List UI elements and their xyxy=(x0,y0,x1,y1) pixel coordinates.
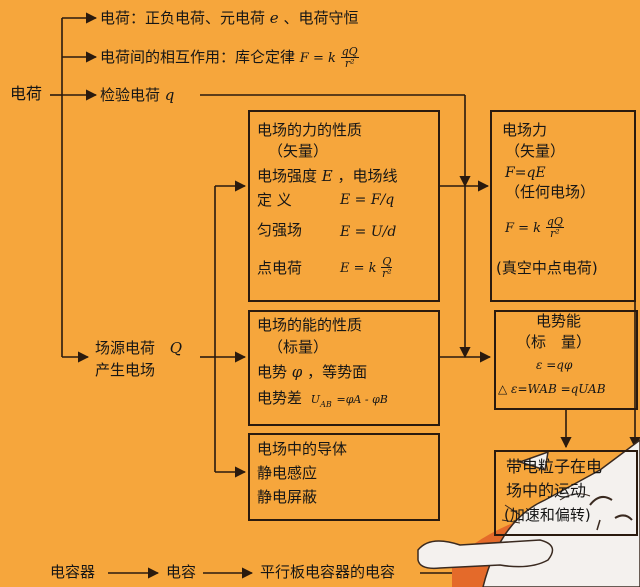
coulomb-fraction: qQ r² xyxy=(340,45,359,70)
definition-formula: E = F/q xyxy=(340,192,395,208)
electric-force-box xyxy=(490,110,636,302)
field-source-line2: 产生电场 xyxy=(95,361,156,379)
electrostatic-induction: 静电感应 xyxy=(257,464,318,482)
electric-force-title: 电场力 xyxy=(502,121,548,139)
coulomb-denominator: r² xyxy=(344,57,355,70)
coulomb-formula: F = k xyxy=(299,51,336,66)
capacitor-label: 电容器 xyxy=(50,563,96,581)
particle-motion-line3: (加速和偏转) xyxy=(504,506,591,524)
coulomb-numerator: qQ xyxy=(340,45,359,58)
potential-difference-label: 电势差 xyxy=(257,389,303,407)
electric-force-denominator: r² xyxy=(550,227,560,240)
point-charge-denominator: r² xyxy=(381,267,392,280)
electric-force-numerator: qQ xyxy=(545,215,564,228)
capacitance-label: 电容 xyxy=(166,563,197,581)
coulomb-law: 电荷间的相互作用：库仑定律 F = k qQ r² xyxy=(100,40,359,74)
test-charge-symbol: q xyxy=(164,86,175,104)
field-source-text: 场源电荷 xyxy=(95,339,156,357)
potential-energy-title: 电势能 xyxy=(536,312,582,330)
test-charge: 检验电荷 q xyxy=(100,86,174,104)
potential-difference-line: 电势差 UAB =φA - φB xyxy=(257,389,388,414)
energy-box-title: 电场的能的性质 xyxy=(257,316,363,334)
point-charge-formula-text: E = k xyxy=(340,261,377,276)
field-intensity-symbol: E xyxy=(321,167,333,185)
particle-motion-line2: 场中的运动 xyxy=(506,481,587,500)
electrostatic-shielding: 静电屏蔽 xyxy=(257,488,318,506)
coulomb-law-text: 电荷间的相互作用：库仑定律 xyxy=(100,48,296,66)
potential-energy-formula-1: ε =qφ xyxy=(536,358,573,372)
parallel-plate-capacitance: 平行板电容器的电容 xyxy=(260,563,396,581)
potential-difference-subscript: AB xyxy=(320,400,332,409)
field-lines-label: ，电场线 xyxy=(337,167,398,185)
electric-force-formula-2-text: F = k xyxy=(505,221,542,236)
field-intensity-line: 电场强度 E ，电场线 xyxy=(257,167,398,185)
potential-difference-formula: =φA - φB xyxy=(336,393,388,406)
force-box-subtitle: （矢量） xyxy=(268,142,329,160)
field-source: 场源电荷 Q xyxy=(95,339,182,357)
particle-motion-line1: 带电粒子在电 xyxy=(506,457,603,476)
charge-basics: 电荷：正负电荷、元电荷 e 、电荷守恒 xyxy=(100,9,358,27)
potential-difference-symbol: U xyxy=(310,393,321,406)
uniform-field-formula: E = U/d xyxy=(340,224,397,240)
field-intensity-label: 电场强度 xyxy=(257,167,318,185)
equipotential-label: ，等势面 xyxy=(307,363,368,381)
test-charge-text: 检验电荷 xyxy=(100,86,161,104)
electric-force-formula-2: F = k qQ r² xyxy=(505,208,564,246)
uniform-field-label: 匀强场 xyxy=(257,221,303,239)
force-properties-box xyxy=(248,110,440,302)
potential-energy-formula-2: △ ε=WAB =qUAB xyxy=(498,382,606,396)
definition-label: 定 义 xyxy=(257,191,292,209)
point-charge-fraction: Q r² xyxy=(381,255,393,280)
potential-line: 电势 φ ，等势面 xyxy=(257,363,367,381)
root-label: 电荷 xyxy=(10,84,43,103)
energy-box-subtitle: （标量） xyxy=(268,338,329,356)
electric-force-note-1: （任何电场） xyxy=(505,183,596,201)
point-charge-numerator: Q xyxy=(381,255,393,268)
particle-motion-box xyxy=(494,450,638,536)
point-charge-formula: E = k Q r² xyxy=(340,248,393,286)
electric-force-formula-1: F=qE xyxy=(505,165,546,181)
potential-label: 电势 xyxy=(257,363,288,381)
potential-energy-box xyxy=(494,310,638,410)
potential-energy-subtitle: （标 量） xyxy=(516,333,592,351)
electric-force-fraction: qQ r² xyxy=(545,215,564,240)
point-charge-label: 点电荷 xyxy=(257,259,303,277)
charge-conservation-text: 、电荷守恒 xyxy=(283,9,359,27)
conductor-box xyxy=(248,433,440,521)
charge-basics-text: 电荷：正负电荷、元电荷 xyxy=(100,9,266,27)
electric-force-subtitle: （矢量） xyxy=(505,142,566,160)
elementary-charge-symbol: e xyxy=(269,9,279,27)
energy-properties-box xyxy=(248,310,440,426)
field-source-symbol: Q xyxy=(169,339,183,357)
electric-force-note-2: (真空中点电荷) xyxy=(496,259,598,277)
conductor-title: 电场中的导体 xyxy=(257,440,348,458)
potential-symbol: φ xyxy=(291,363,303,381)
force-box-title: 电场的力的性质 xyxy=(257,121,363,139)
cat-illustration xyxy=(417,439,640,587)
